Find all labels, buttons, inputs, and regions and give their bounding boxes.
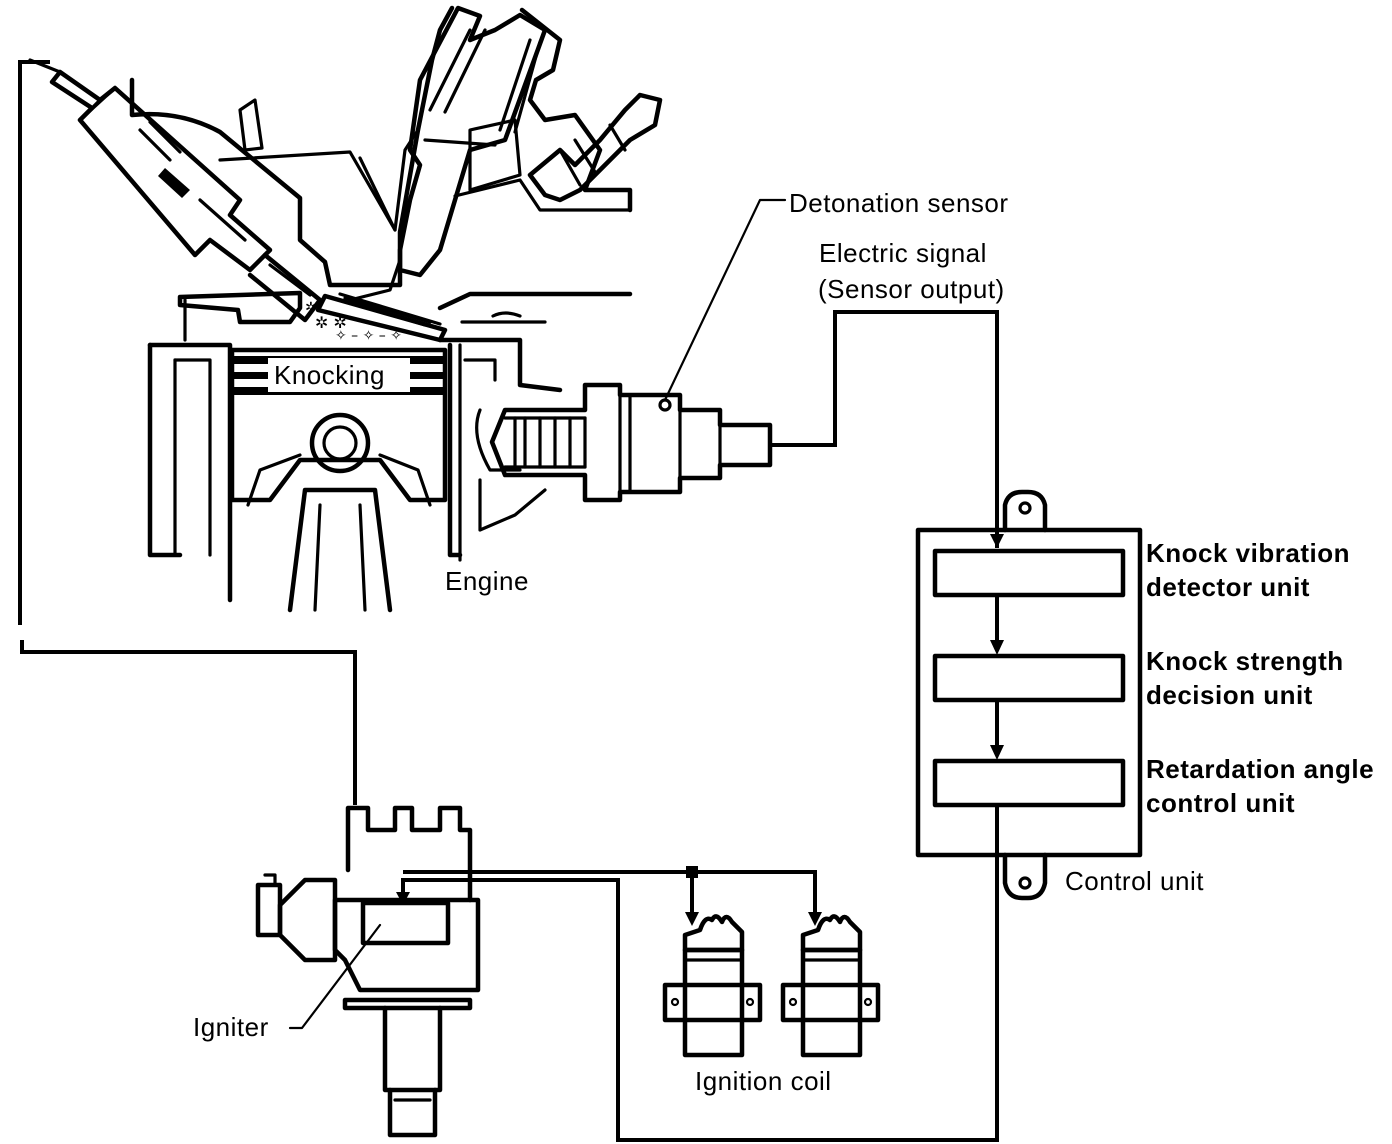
svg-text:✲ ✲: ✲ ✲ [315, 313, 347, 332]
electric-signal-label: Electric signal [819, 238, 987, 268]
high-tension-wire [20, 640, 357, 805]
sensor-output-label: (Sensor output) [818, 274, 1005, 304]
distributor-igniter [255, 805, 481, 1138]
knock-vibration-label-line2: detector unit [1146, 572, 1310, 602]
knock-strength-label-line1: Knock strength [1146, 646, 1344, 676]
knock-vibration-label-line1: Knock vibration [1146, 538, 1350, 568]
ignition-coil-label: Ignition coil [695, 1066, 832, 1096]
sensor-signal-wire [770, 310, 999, 548]
ignition-coil-right [780, 914, 881, 1058]
ignition-coil-left [662, 914, 763, 1058]
igniter-module [360, 900, 451, 946]
control-output-wire [401, 805, 999, 1142]
spark-plug [28, 58, 323, 323]
coil-wire [403, 870, 817, 915]
retardation-label-line1: Retardation angle [1146, 754, 1374, 784]
retardation-angle-control-box [932, 758, 1126, 808]
fuel-injector [527, 92, 663, 203]
control-unit-label: Control unit [1065, 866, 1204, 896]
valve-assembly [348, 5, 548, 302]
engine-illustration: ✲ ✲ ✧ – ✧ – ✧ ✲ [28, 5, 663, 613]
knock-vibration-detector-box [932, 548, 1126, 598]
engine-label: Engine [445, 566, 529, 596]
detonation-sensor-label: Detonation sensor [789, 188, 1009, 218]
control-unit [915, 489, 1143, 901]
retardation-label-line2: control unit [1146, 788, 1295, 818]
svg-text:✲: ✲ [305, 300, 317, 316]
knocking-label: Knocking [274, 360, 385, 390]
knock-strength-label-line2: decision unit [1146, 680, 1313, 710]
knock-spark-marks: ✲ ✲ ✧ – ✧ – ✧ ✲ [305, 300, 402, 344]
igniter-label: Igniter [193, 1012, 269, 1042]
detonation-sensor [489, 198, 787, 503]
knock-strength-decision-box [932, 653, 1126, 703]
svg-text:✧ – ✧ – ✧: ✧ – ✧ – ✧ [335, 328, 402, 344]
